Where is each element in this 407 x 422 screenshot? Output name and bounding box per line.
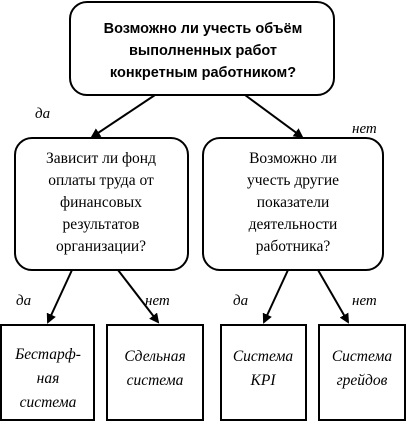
leaf2-line-2: система [127,372,184,389]
leaf-bestarif: Бестарф- ная система [0,324,95,421]
leaf1-line-1: Бестарф- [14,346,81,363]
right-line-2: учесть другие [247,172,339,189]
edge-label-yes-root: да [35,106,50,122]
leaf3-line-1: Система [233,348,294,365]
left-line-5: организации? [56,238,146,255]
left-line-3: финансовых [60,194,142,211]
leaf3-line-2: KPI [250,372,277,389]
right-line-3: показатели [257,194,330,211]
edge-label-no-right: нет [352,293,377,309]
edge-label-no-left: нет [145,293,170,309]
arrow-right-to-leaf4 [317,269,349,324]
right-line-5: работника? [256,238,331,255]
right-question: Возможно ли учесть другие показатели дея… [202,137,384,271]
arrow-right-to-leaf3 [262,269,289,324]
leaf1-line-3: система [20,394,77,411]
leaf-sdelnaya: Сдельная система [106,324,204,421]
right-line-1: Возможно ли [249,150,337,167]
arrow-left-to-leaf2 [117,269,160,324]
leaf1-line-2: ная [37,370,60,387]
left-question: Зависит ли фонд оплаты труда от финансов… [14,137,189,271]
connectors [46,94,349,324]
leaf-grades: Система грейдов [318,324,406,421]
arrow-root-to-right [244,94,304,139]
root-question: Возможно ли учесть объём выполненных раб… [69,1,335,96]
left-line-4: результатов [63,216,140,233]
root-line-2: выполненных работ [129,43,277,59]
edge-label-yes-right: да [233,293,248,309]
root-line-3: конкретным работником? [110,65,296,81]
arrow-root-to-left [90,94,156,139]
leaf4-line-2: грейдов [337,372,388,389]
leaf-kpi: Система KPI [220,324,307,421]
right-line-4: деятельности [249,216,338,233]
edge-label-no-root: нет [352,121,377,137]
edge-label-yes-left: да [16,293,31,309]
arrow-left-to-leaf1 [46,269,73,324]
leaf2-line-1: Сдельная [124,348,185,365]
root-line-1: Возможно ли учесть объём [104,21,303,37]
leaf4-line-1: Система [332,348,393,365]
left-line-2: оплаты труда от [48,172,154,189]
left-line-1: Зависит ли фонд [46,150,156,167]
